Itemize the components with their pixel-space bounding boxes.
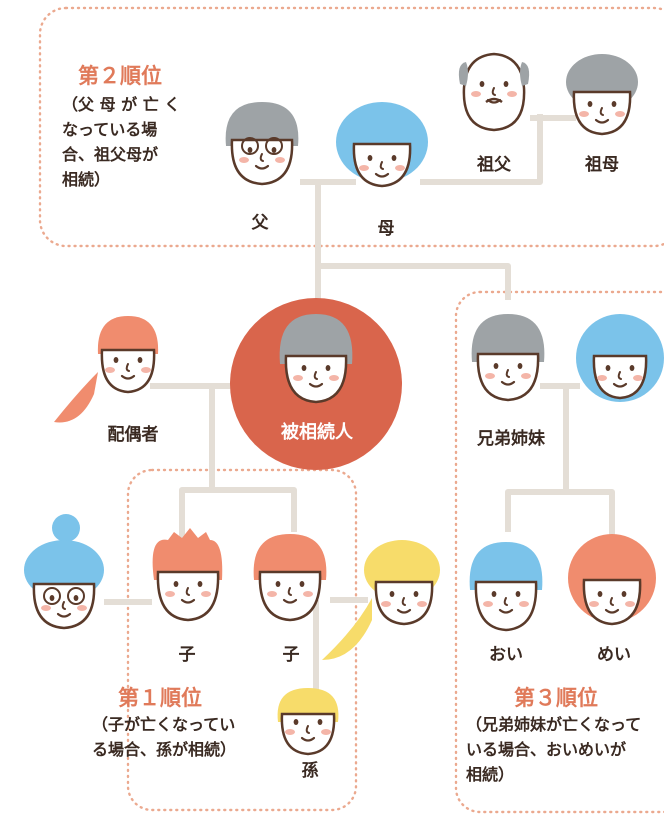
sibling-female-icon (576, 314, 664, 402)
grandfather-icon (458, 52, 530, 132)
rank3-title: 第３順位 (514, 686, 598, 710)
mother-label: 母 (377, 219, 395, 239)
grandchild-icon (277, 688, 339, 756)
connector-lines (104, 114, 615, 690)
child-spouse-icon (24, 514, 104, 630)
nephew-icon (469, 542, 543, 632)
father-icon (225, 102, 299, 186)
grandchild-label: 孫 (301, 761, 319, 781)
rank2-group-border (38, 6, 664, 248)
siblings-label: 兄弟姉妹 (477, 429, 545, 449)
child-2-label: 子 (282, 645, 300, 665)
rank3-group-border (454, 290, 664, 814)
grandfather-label: 祖父 (477, 155, 511, 175)
child-2-spouse-icon (322, 540, 440, 660)
sibling-male-icon (471, 314, 545, 402)
rank1-note: （子が亡くなってい る場合、孫が相続） (92, 715, 237, 759)
spouse-icon (54, 316, 159, 423)
rank2-title: 第２順位 (78, 64, 162, 88)
mother-icon (336, 102, 428, 188)
grandmother-icon (566, 54, 638, 136)
rank1-title: 第１順位 (118, 686, 202, 710)
child-2-icon (253, 534, 327, 622)
child-1-icon (152, 528, 223, 622)
niece-icon (568, 534, 656, 626)
niece-label: めい (597, 645, 631, 665)
rank1-group-border (126, 468, 358, 812)
deceased-person-icon (279, 314, 353, 404)
spouse-label: 配偶者 (107, 425, 159, 445)
rank3-note: （兄弟姉妹が亡くなって いる場合、おいめいが 相続） (466, 715, 642, 784)
child-1-label: 子 (178, 645, 196, 665)
grandmother-label: 祖母 (585, 155, 619, 175)
deceased-label: 被相続人 (281, 422, 353, 443)
father-label: 父 (251, 213, 269, 233)
nephew-label: おい (489, 645, 523, 665)
rank2-note: （父 母 が 亡 く なっている場 合、祖父母が 相続） (62, 95, 181, 189)
